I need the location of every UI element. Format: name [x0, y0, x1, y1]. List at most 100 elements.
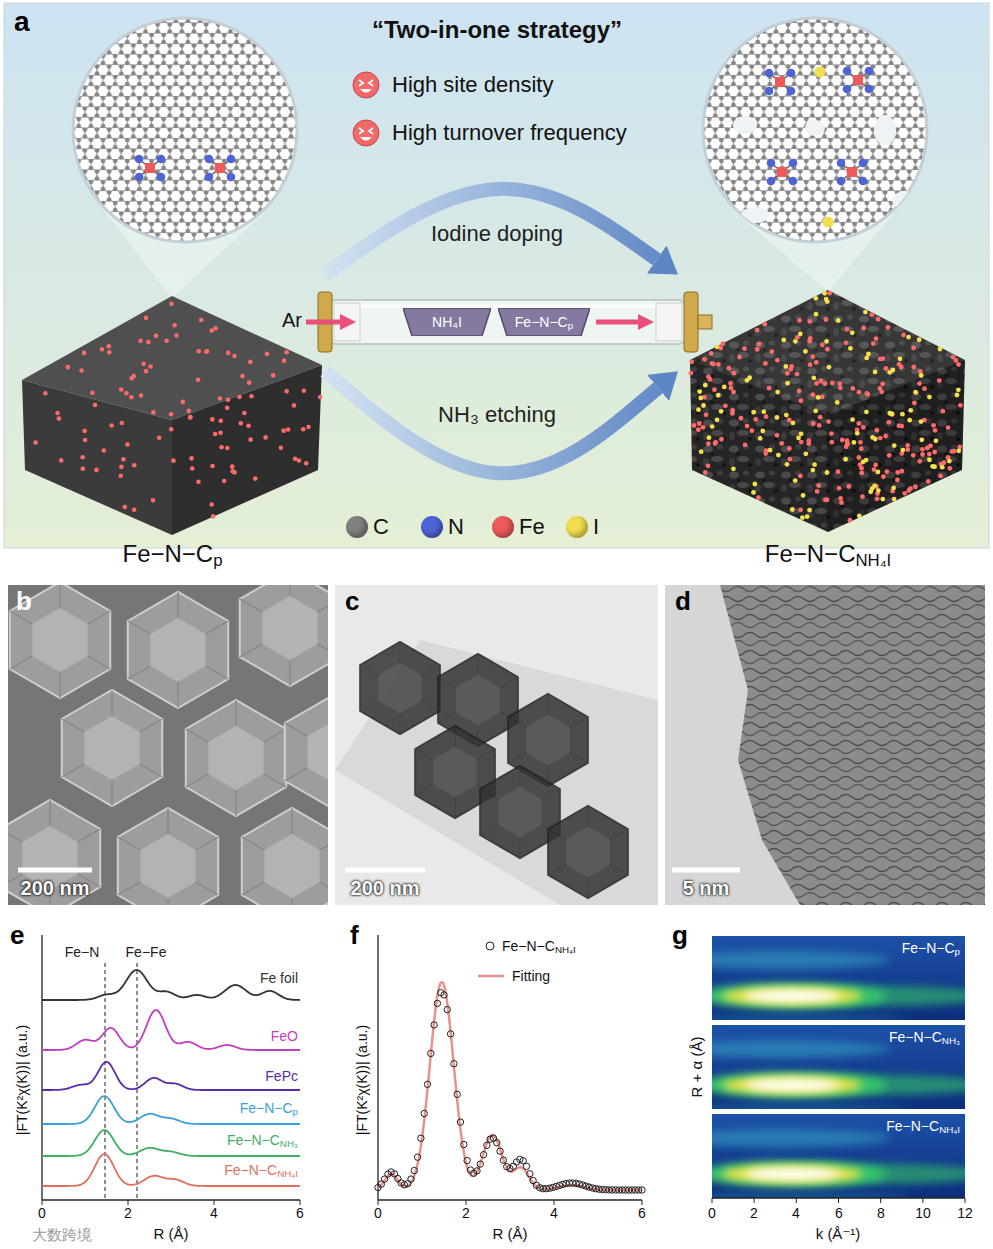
- legend-label: C: [373, 514, 389, 539]
- figure-circle: [81, 466, 86, 471]
- figure-circle: [875, 470, 880, 475]
- figure-circle: [872, 483, 877, 488]
- figure-line: [235, 700, 236, 726]
- figure-circle: [836, 318, 841, 323]
- figure-circle: [123, 505, 128, 510]
- figure-circle: [106, 344, 111, 349]
- curve-label: FeO: [271, 1028, 298, 1044]
- figure-circle: [494, 1140, 500, 1146]
- figure-circle: [353, 72, 379, 98]
- figure-circle: [689, 359, 694, 364]
- figure-circle: [925, 446, 930, 451]
- figure-circle: [146, 340, 151, 345]
- figure-circle: [454, 1091, 460, 1097]
- figure-circle: [940, 409, 945, 414]
- figure-circle: [230, 469, 235, 474]
- figure-circle: [845, 441, 850, 446]
- figure-line: [754, 1198, 755, 1203]
- figure-circle: [861, 459, 866, 464]
- figure-circle: [353, 120, 379, 146]
- figure-circle: [706, 441, 711, 446]
- figure-circle: [814, 381, 819, 386]
- figure-circle: [124, 391, 129, 396]
- figure-ellipse: [712, 1015, 910, 1020]
- figure-line: [466, 1200, 467, 1205]
- figure-line: [454, 726, 455, 747]
- figure-circle: [716, 393, 721, 398]
- figure-line: [570, 753, 588, 763]
- figure-line: [240, 599, 263, 612]
- figure-polygon: [140, 834, 195, 898]
- figure-circle: [843, 85, 852, 94]
- tick-label: 6: [296, 1205, 304, 1221]
- figure-path: [378, 982, 642, 1190]
- figure-circle: [190, 466, 195, 471]
- figure-circle: [447, 1031, 453, 1037]
- figure-circle: [813, 409, 818, 414]
- figure-circle: [222, 479, 227, 484]
- figure-circle: [859, 470, 864, 475]
- figure-circle: [838, 496, 843, 501]
- figure-circle: [716, 362, 721, 367]
- figure-g: [8, 800, 100, 905]
- figure-circle: [919, 419, 924, 424]
- figure-circle: [129, 395, 134, 400]
- figure-circle: [157, 173, 166, 182]
- figure-circle: [712, 387, 717, 392]
- figure-g: [733, 115, 918, 223]
- figure-circle: [824, 339, 829, 344]
- figure-circle: [826, 419, 831, 424]
- axis-title: R (Å): [493, 1225, 528, 1242]
- figure-circle: [798, 507, 803, 512]
- figure-circle: [751, 410, 756, 415]
- figure-circle: [919, 437, 924, 442]
- figure-circle: [860, 494, 865, 499]
- scale-bar-label: 200 nm: [21, 877, 90, 900]
- figure-circle: [408, 1176, 414, 1182]
- figure-circle: [263, 435, 268, 440]
- sample-polyhedron: Fe−N−Cp: [20, 262, 325, 574]
- figure-circle: [418, 1135, 424, 1141]
- axis-title: R (Å): [154, 1225, 189, 1242]
- figure-polygon: [8, 800, 100, 905]
- figure-line: [345, 305, 670, 308]
- figure-circle: [789, 159, 798, 168]
- figure-g: [22, 296, 322, 535]
- figure-ellipse: [733, 116, 757, 134]
- figure-circle: [932, 450, 937, 455]
- figure-line: [345, 868, 425, 873]
- figure-circle: [873, 370, 878, 375]
- figure-circle: [219, 445, 224, 450]
- figure-circle: [913, 484, 918, 489]
- figure-circle: [899, 424, 904, 429]
- figure-ellipse: [712, 1129, 890, 1147]
- figure-circle: [141, 361, 146, 366]
- figure-circle: [880, 382, 885, 387]
- figure-circle: [760, 429, 765, 434]
- figure-line: [318, 644, 328, 657]
- figure-circle: [125, 442, 130, 447]
- figure-circle: [227, 173, 236, 182]
- figure-line: [508, 753, 526, 763]
- figure-circle: [73, 18, 297, 242]
- figure-circle: [242, 411, 247, 416]
- figure-circle: [890, 368, 895, 373]
- figure-g: [508, 694, 588, 786]
- figure-polygon: [84, 716, 139, 780]
- figure-circle: [169, 427, 174, 432]
- figure-line: [10, 656, 33, 669]
- figure-line: [42, 1199, 300, 1200]
- figure-circle: [107, 350, 112, 355]
- figure-circle: [747, 375, 752, 380]
- figure-circle: [210, 417, 215, 422]
- figure-circle: [411, 1167, 417, 1173]
- figure-circle: [421, 1110, 427, 1116]
- scale-bar-label: 200 nm: [351, 877, 420, 900]
- figure-line: [111, 780, 112, 806]
- figure-circle: [292, 403, 297, 408]
- figure-line: [796, 1198, 797, 1203]
- figure-line: [422, 701, 440, 711]
- figure-line: [128, 666, 151, 679]
- figure-circle: [790, 507, 795, 512]
